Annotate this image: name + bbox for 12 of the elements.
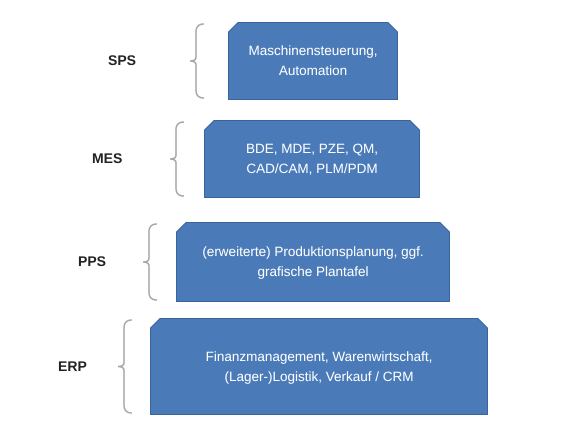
level-label: ERP (58, 358, 87, 374)
level-label: MES (92, 150, 122, 166)
level-description: Maschinensteuerung, Automation (247, 42, 379, 80)
level-box (150, 318, 488, 415)
level-box (204, 120, 420, 198)
level-description: (erweiterte) Produktionsplanung, ggf. grafische Plantafel (201, 243, 425, 281)
level-label: SPS (108, 52, 136, 68)
level-description: BDE, MDE, PZE, QM, CAD/CAM, PLM/PDM (244, 140, 379, 178)
level-box (176, 222, 450, 302)
level-box (228, 22, 398, 100)
level-label: PPS (78, 253, 106, 269)
level-description: Finanzmanagement, Warenwirtschaft, (Lager-)Logistik, Verkauf / CRM (204, 348, 434, 386)
